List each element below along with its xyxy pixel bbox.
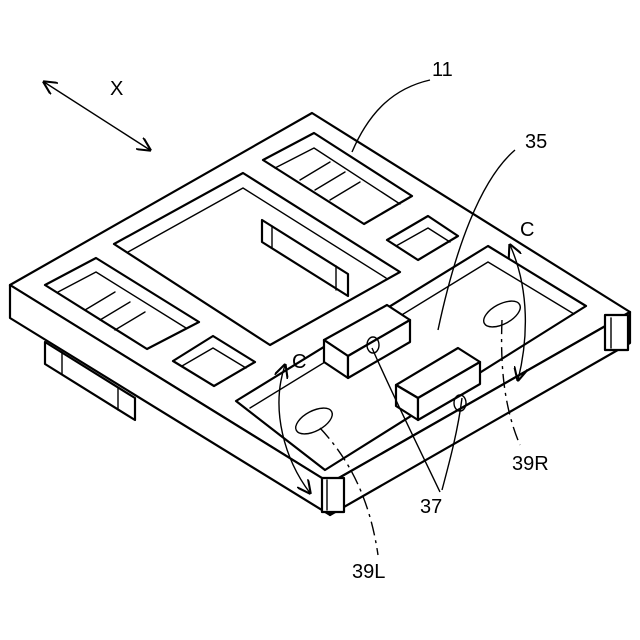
label-rotation-left: C (292, 351, 306, 373)
label-x: X (110, 78, 123, 100)
label-mount-left: 39L (352, 561, 385, 583)
direction-arrow (44, 82, 150, 150)
label-bosses: 37 (420, 496, 442, 518)
label-plate: 35 (525, 131, 547, 153)
label-rotation-right: C (520, 219, 534, 241)
label-frame: 11 (432, 59, 453, 81)
label-mount-right: 39R (512, 453, 549, 475)
